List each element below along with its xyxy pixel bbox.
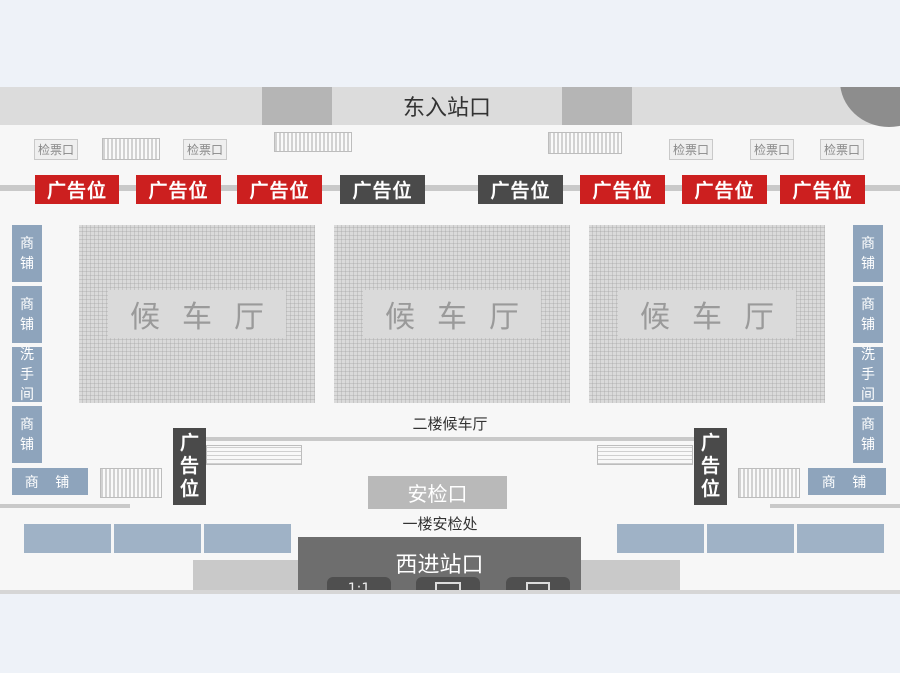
second-floor-hall-label: 二楼候车厅 (412, 414, 488, 433)
ticket-gate-label: 检票口 (820, 139, 864, 160)
ad-slot: 广告位 (780, 175, 865, 204)
first-floor-security-label: 一楼安检处 (402, 514, 478, 533)
ad-slot-vertical: 广 告 位 (694, 428, 727, 505)
ticket-gate-label: 检票口 (183, 139, 227, 160)
waiting-hall: 候车厅 (334, 225, 570, 403)
floor-rail (206, 437, 696, 441)
entrance-pillar (562, 87, 632, 125)
shop-block (707, 524, 794, 553)
shop-block (797, 524, 884, 553)
east-entrance-label: 东入站口 (402, 96, 491, 121)
shop: 商 铺 (12, 225, 42, 282)
shop: 商 铺 (12, 406, 42, 463)
stairs (597, 445, 693, 465)
restroom: 洗 手 间 (12, 347, 42, 403)
ad-slot: 广告位 (580, 175, 665, 204)
east-entrance-band (0, 87, 900, 125)
restroom: 洗 手 间 (853, 347, 883, 403)
ad-slot: 广告位 (340, 175, 425, 204)
shop-block (617, 524, 704, 553)
ticket-gate-label: 检票口 (669, 139, 713, 160)
ad-slot: 广告位 (35, 175, 119, 204)
shop-block (204, 524, 291, 553)
waiting-hall-label: 候车厅 (363, 290, 541, 338)
floorplan-viewer: 东入站口 ✕ 检票口 检票口 检票口 检票口 检票口 广告位 广告位 广告位 广… (0, 87, 900, 594)
fit-screen-icon (435, 582, 461, 594)
ticket-gate-label: 检票口 (34, 139, 78, 160)
fullscreen-button[interactable] (506, 577, 570, 594)
fit-screen-button[interactable] (416, 577, 480, 594)
shop: 商 铺 (808, 468, 886, 495)
turnstile (100, 468, 162, 498)
shop-block (24, 524, 111, 553)
turnstile (274, 132, 352, 152)
entrance-pillar (262, 87, 332, 125)
ad-slot: 广告位 (237, 175, 322, 204)
turnstile (548, 132, 622, 154)
fullscreen-icon (526, 582, 550, 594)
waiting-hall-label: 候车厅 (108, 290, 286, 338)
floor-rail (770, 504, 900, 508)
stairs (206, 445, 302, 465)
ad-slot-vertical: 广 告 位 (173, 428, 206, 505)
shop: 商 铺 (12, 468, 88, 495)
waiting-hall-label: 候车厅 (618, 290, 796, 338)
shop: 商 铺 (12, 286, 42, 343)
turnstile (738, 468, 800, 498)
bottom-edge (0, 590, 900, 594)
ad-slot: 广告位 (136, 175, 221, 204)
ad-slot: 广告位 (682, 175, 767, 204)
waiting-hall: 候车厅 (79, 225, 315, 403)
security-checkpoint: 安检口 (368, 476, 507, 509)
ad-rail (0, 185, 900, 191)
ticket-gate-label: 检票口 (750, 139, 794, 160)
turnstile (102, 138, 160, 160)
shop: 商 铺 (853, 406, 883, 463)
floor-rail (0, 504, 130, 508)
shop: 商 铺 (853, 225, 883, 282)
ad-slot: 广告位 (478, 175, 563, 204)
shop-block (114, 524, 201, 553)
shop: 商 铺 (853, 286, 883, 343)
waiting-hall: 候车厅 (589, 225, 825, 403)
